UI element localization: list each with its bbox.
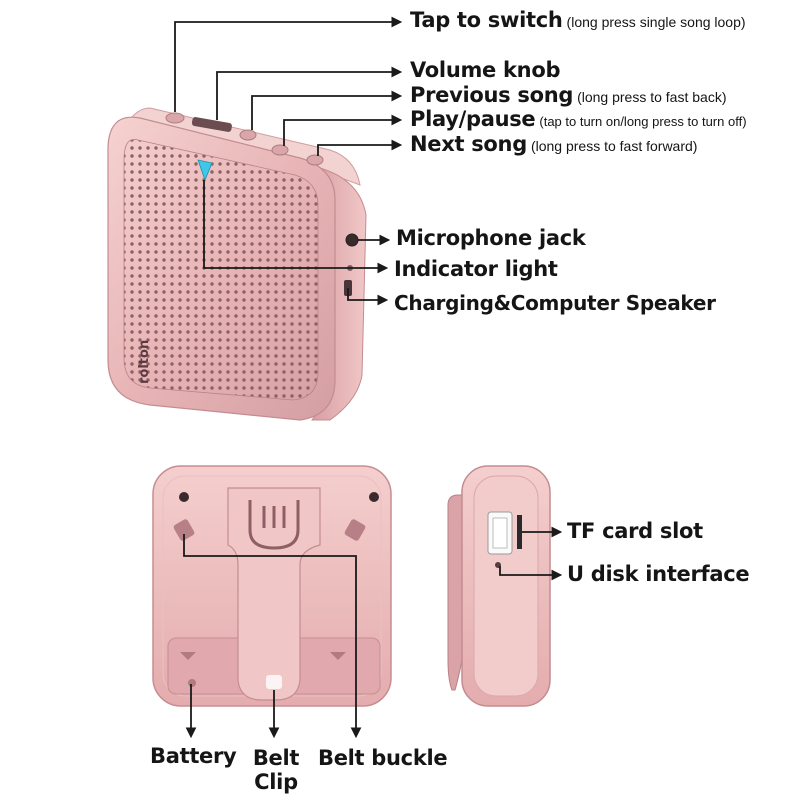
callout-belt-clip: Belt Clip xyxy=(252,746,300,794)
callout-label: Tap to switch xyxy=(410,8,563,32)
callout-label: TF card slot xyxy=(567,519,703,543)
back-view-speaker xyxy=(152,465,392,707)
callout-indicator-light: Indicator light xyxy=(394,259,558,280)
callout-label: Previous song xyxy=(410,83,574,107)
callout-belt-buckle: Belt buckle xyxy=(318,746,448,770)
screw-icon xyxy=(179,492,189,502)
callout-label: Volume knob xyxy=(410,58,561,82)
previous-song-button xyxy=(239,129,257,141)
callout-label: Charging&Computer Speaker xyxy=(394,291,716,315)
tf-card-slot xyxy=(517,515,522,549)
belt-clip xyxy=(227,487,321,701)
speaker-grille xyxy=(123,139,319,401)
callout-label: Play/pause xyxy=(410,107,536,131)
volume-knob xyxy=(191,117,232,132)
callout-microphone-jack: Microphone jack xyxy=(396,228,586,249)
callout-label: Next song xyxy=(410,132,527,156)
microphone-jack xyxy=(345,233,359,247)
top-controls xyxy=(165,112,324,166)
callout-battery: Battery xyxy=(150,744,237,768)
callout-play-pause: Play/pause(tap to turn on/long press to … xyxy=(410,109,747,130)
callout-lines xyxy=(174,16,563,739)
callout-tf-card-slot: TF card slot xyxy=(567,521,703,542)
callout-next-song: Next song(long press to fast forward) xyxy=(410,134,697,155)
tap-to-switch-button xyxy=(165,112,185,124)
indicator-light xyxy=(197,159,213,182)
callout-tap-to-switch: Tap to switch(long press single song loo… xyxy=(410,10,746,31)
next-song-button xyxy=(306,154,324,166)
screw-icon xyxy=(369,492,379,502)
belt-buckle-right xyxy=(344,519,366,541)
callout-u-disk-interface: U disk interface xyxy=(567,562,750,586)
callout-note: (long press to fast back) xyxy=(577,89,727,105)
callout-note: (long press single song loop) xyxy=(566,14,746,30)
callout-label: Indicator light xyxy=(394,257,558,281)
callout-charging-port: Charging&Computer Speaker xyxy=(394,293,716,314)
callout-volume-knob: Volume knob xyxy=(410,58,561,82)
callout-label: Microphone jack xyxy=(396,226,586,250)
callout-note: (long press to fast forward) xyxy=(530,138,698,154)
play-pause-button xyxy=(271,144,289,156)
brand-logo: rolton xyxy=(137,340,152,384)
callout-previous-song: Previous song(long press to fast back) xyxy=(410,85,726,106)
side-view-speaker xyxy=(447,465,551,707)
callout-note: (tap to turn on/long press to turn off) xyxy=(539,114,747,129)
belt-buckle-left xyxy=(173,519,195,541)
callout-label: U disk interface xyxy=(567,562,750,586)
